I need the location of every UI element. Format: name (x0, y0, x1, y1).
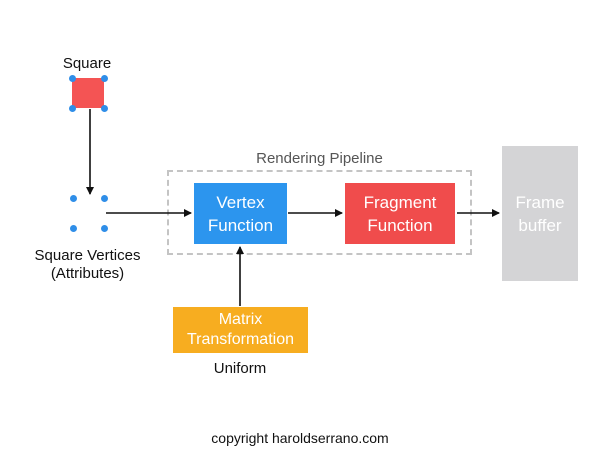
vertex-function-box: Vertex Function (194, 183, 287, 244)
uniform-label: Uniform (213, 360, 267, 377)
vertex-function-label: Vertex Function (207, 192, 274, 235)
vertices-label-line2: (Attributes) (50, 265, 125, 282)
vertex-dot (101, 195, 108, 202)
matrix-transformation-box: Matrix Transformation (173, 307, 308, 353)
vertices-label-line1: Square Vertices (34, 247, 141, 264)
rendering-pipeline-title: Rendering Pipeline (256, 150, 383, 167)
vertex-dot (70, 195, 77, 202)
fragment-function-box: Fragment Function (345, 183, 455, 244)
matrix-transformation-label: Matrix Transformation (187, 311, 294, 348)
square-corner-handle (69, 105, 76, 112)
square-shape (72, 78, 104, 108)
framebuffer-box: Frame buffer (502, 146, 578, 281)
vertex-dot (70, 225, 77, 232)
square-corner-handle (69, 75, 76, 82)
framebuffer-label: Frame buffer (515, 192, 565, 235)
vertex-dot (101, 225, 108, 232)
square-corner-handle (101, 75, 108, 82)
square-label: Square (62, 55, 112, 72)
square-corner-handle (101, 105, 108, 112)
vertices-label: Square Vertices (Attributes) (20, 247, 155, 283)
fragment-function-label: Fragment Function (363, 192, 437, 235)
copyright-text: copyright haroldserrano.com (211, 430, 389, 446)
